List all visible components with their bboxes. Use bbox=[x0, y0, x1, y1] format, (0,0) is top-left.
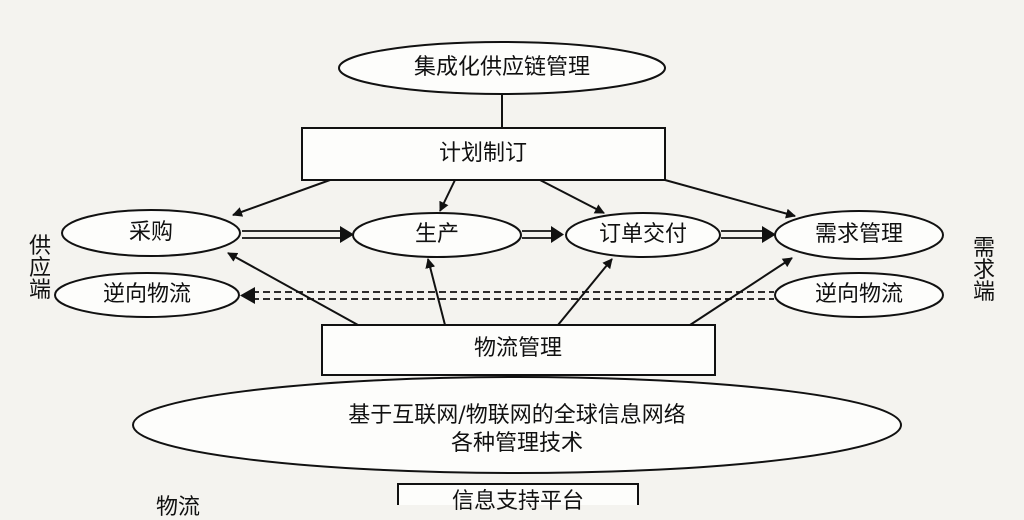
network-ellipse-shape bbox=[132, 376, 902, 474]
arrow-plan-produce bbox=[439, 179, 456, 212]
order-delivery-ellipse-shape bbox=[565, 212, 721, 258]
network-line1-label: 基于互联网/物联网的全球信息网络 bbox=[348, 403, 686, 428]
flow-arrowhead-2 bbox=[551, 226, 564, 243]
arrow-plan-procure bbox=[232, 179, 331, 217]
order-delivery-label: 订单交付 bbox=[598, 222, 687, 247]
arrow-log-procure bbox=[227, 252, 359, 326]
arrow-log-produce bbox=[425, 258, 446, 326]
network-line2-label: 各种管理技术 bbox=[450, 431, 583, 456]
reverse-right-label: 逆向物流 bbox=[814, 282, 903, 307]
planning-label: 计划制订 bbox=[438, 141, 527, 166]
logistics-box-shape bbox=[321, 324, 716, 376]
planning-box-shape bbox=[301, 127, 666, 181]
top-ellipse-label: 集成化供应链管理 bbox=[413, 55, 590, 80]
info-platform-box-shape bbox=[397, 483, 639, 505]
reverse-left-label: 逆向物流 bbox=[102, 282, 191, 307]
bottom-partial-box-label: 信息支持平台 bbox=[451, 489, 584, 514]
reverse-arrowhead bbox=[240, 287, 255, 304]
procurement-ellipse-shape bbox=[61, 209, 241, 257]
arrow-plan-order bbox=[539, 179, 605, 214]
supply-side-label: 供应端 bbox=[28, 234, 51, 303]
demand-mgmt-label: 需求管理 bbox=[814, 222, 903, 247]
demand-side-label: 需求端 bbox=[972, 236, 995, 305]
procurement-label: 采购 bbox=[128, 220, 173, 245]
production-label: 生产 bbox=[414, 222, 459, 247]
reverse-left-ellipse-shape bbox=[54, 272, 240, 318]
arrow-plan-demand bbox=[664, 179, 796, 219]
bottom-partial-left-label: 物流 bbox=[155, 495, 200, 520]
reverse-right-ellipse-shape bbox=[774, 272, 944, 318]
flow-arrowhead-1 bbox=[340, 226, 354, 243]
supply-chain-diagram: 集成化供应链管理 计划制订 采购 生产 订单交付 需求管理 逆向物流 逆向物流 … bbox=[28, 41, 995, 520]
logistics-mgmt-label: 物流管理 bbox=[473, 336, 562, 361]
flow-arrowhead-3 bbox=[762, 226, 776, 243]
diagram-shapes bbox=[54, 41, 944, 505]
